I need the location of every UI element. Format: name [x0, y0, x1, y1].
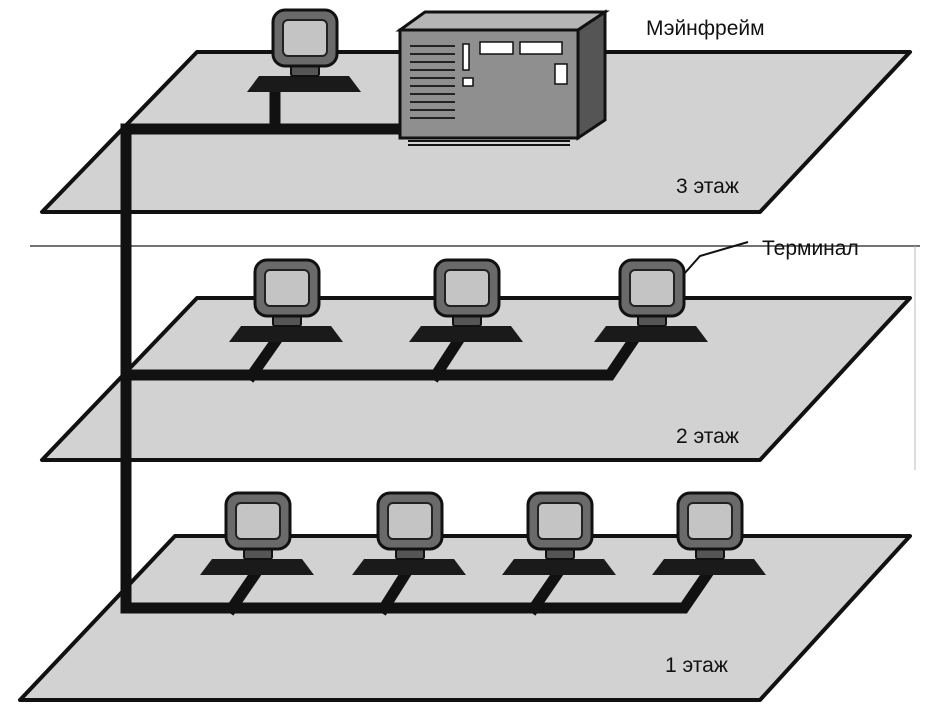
floor-2-cable [120, 330, 643, 381]
floor-2-label: 2 этаж [676, 425, 739, 448]
floor-3-label: 3 этаж [676, 175, 739, 198]
mainframe-label: Мэйнфрейм [646, 17, 765, 40]
terminal-label: Терминал [762, 237, 859, 260]
floor-1-drop-1 [224, 562, 266, 616]
floor-1-drop-2 [376, 562, 416, 616]
floor-1-label: 1 этаж [665, 654, 728, 677]
terminal-callout-line [683, 241, 749, 275]
floor-1-cable [120, 562, 718, 614]
mainframe-icon [395, 9, 610, 146]
floor-1-drop-3 [526, 562, 568, 616]
floor-2-drop-1 [244, 330, 286, 383]
floor-1-plane [18, 534, 912, 702]
floor-2-drop-2 [428, 330, 468, 383]
